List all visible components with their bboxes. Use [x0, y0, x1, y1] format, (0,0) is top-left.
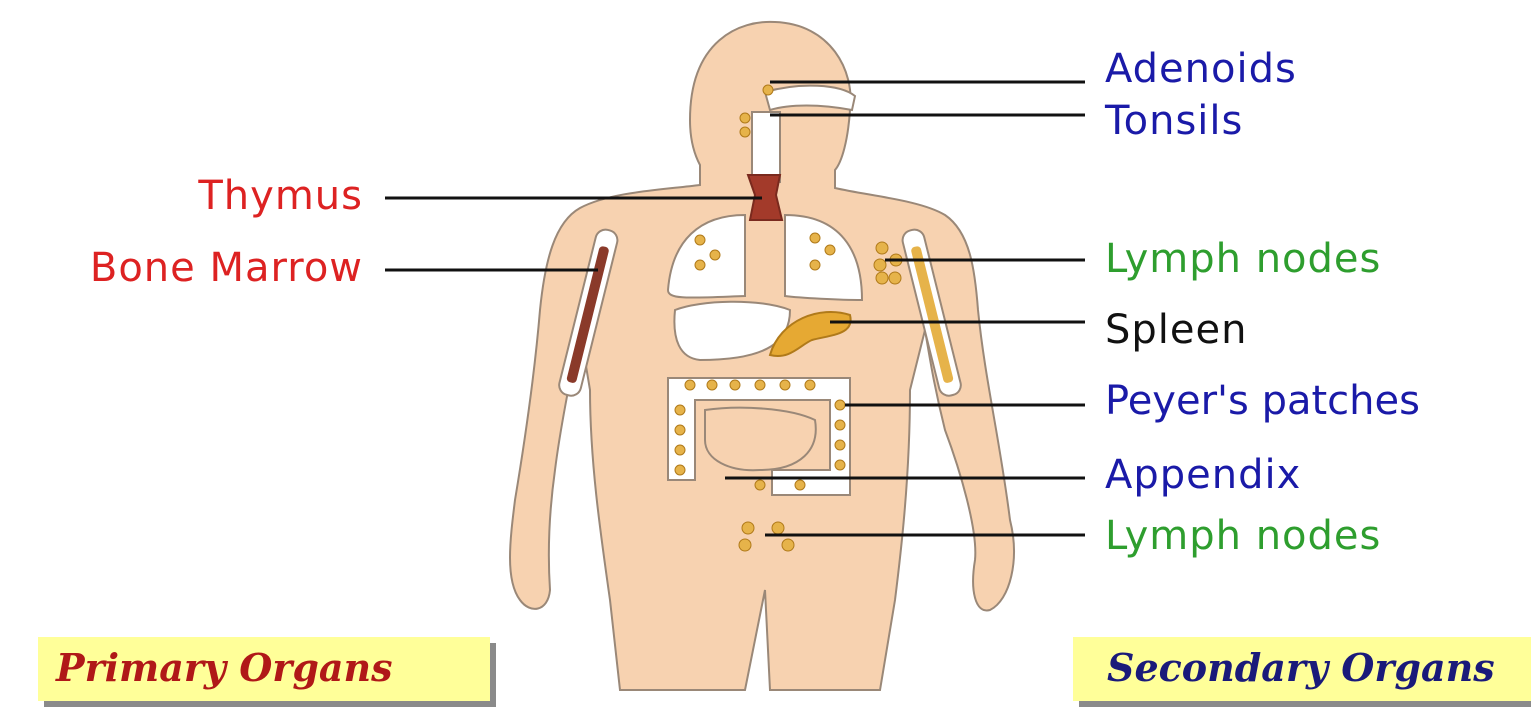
- primary-organs-box: Primary Organs: [38, 637, 490, 701]
- lymph-node-dot: [675, 445, 685, 455]
- lymph-node-dot: [740, 127, 750, 137]
- lymph-node-dot: [810, 233, 820, 243]
- lymph-node-dot: [874, 259, 886, 271]
- lymph-node-dot: [675, 405, 685, 415]
- lymph-node-dot: [707, 380, 717, 390]
- trachea: [752, 112, 780, 182]
- secondary-organs-box: Secondary Organs: [1073, 637, 1531, 701]
- lymph-node-dot: [730, 380, 740, 390]
- lymph-node-dot: [835, 420, 845, 430]
- spleen-label: Spleen: [1105, 307, 1247, 353]
- lymph-node-dot: [780, 380, 790, 390]
- lymph-node-dot: [889, 272, 901, 284]
- primary-organs-title: Primary Organs: [56, 645, 393, 691]
- tonsils-label: Tonsils: [1105, 98, 1243, 144]
- lymph-node-dot: [795, 480, 805, 490]
- lymph-node-dot: [695, 235, 705, 245]
- thymus-label: Thymus: [198, 173, 363, 219]
- lymph-node-dot: [763, 85, 773, 95]
- lymph-node-dot: [675, 465, 685, 475]
- lymph-node-dot: [755, 480, 765, 490]
- lymph-node-dot: [755, 380, 765, 390]
- lymph-node-dot: [782, 539, 794, 551]
- secondary-organs-title: Secondary Organs: [1107, 645, 1495, 691]
- appendix-label: Appendix: [1105, 452, 1301, 498]
- lymph-node-dot: [695, 260, 705, 270]
- lymph-node-dot: [710, 250, 720, 260]
- lymph-nodes-lower-label: Lymph nodes: [1105, 513, 1381, 559]
- lymph-node-dot: [825, 245, 835, 255]
- lymph-node-dot: [675, 425, 685, 435]
- lymph-node-dot: [742, 522, 754, 534]
- bone-marrow-label: Bone Marrow: [90, 245, 363, 291]
- lymph-node-dot: [835, 440, 845, 450]
- lymph-nodes-upper-label: Lymph nodes: [1105, 236, 1381, 282]
- lymph-node-dot: [810, 260, 820, 270]
- lymph-node-dot: [876, 242, 888, 254]
- lymph-node-dot: [876, 272, 888, 284]
- lymph-node-dot: [740, 113, 750, 123]
- peyers-patches-label: Peyer's patches: [1105, 378, 1420, 424]
- lymph-node-dot: [685, 380, 695, 390]
- adenoids-label: Adenoids: [1105, 46, 1297, 92]
- lymph-node-dot: [835, 400, 845, 410]
- lymph-node-dot: [835, 460, 845, 470]
- lymph-node-dot: [739, 539, 751, 551]
- lymph-node-dot: [805, 380, 815, 390]
- lymph-node-dot: [772, 522, 784, 534]
